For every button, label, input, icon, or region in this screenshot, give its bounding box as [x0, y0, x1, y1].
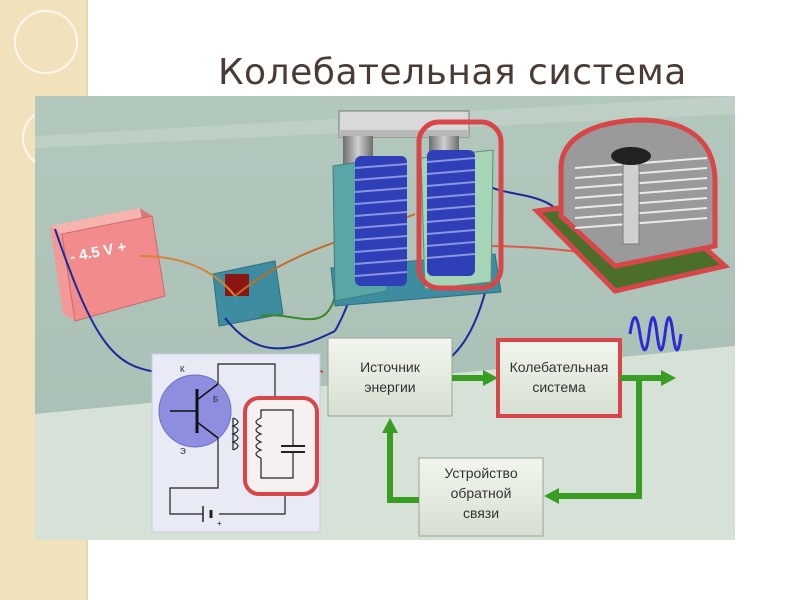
oscillating-system-line2: система: [532, 379, 585, 395]
oscillator-illustration: - 4.5 V +: [35, 96, 735, 540]
right-winding-turns: [426, 157, 476, 259]
coil-highlight-frame: [416, 119, 504, 291]
left-winding: [355, 156, 407, 286]
energy-source-block: [327, 337, 453, 417]
battery-plus-label: +: [217, 519, 222, 528]
transformer: [330, 110, 504, 307]
flow-arrows: [382, 370, 676, 504]
wire-blue-transistor: [224, 317, 336, 350]
emitter-label: Э: [180, 447, 186, 456]
energy-source-line1: Источник: [360, 359, 421, 375]
arrow-feedback-to-source: [382, 418, 419, 503]
battery: - 4.5 V +: [50, 208, 166, 322]
left-winding-turns: [354, 163, 408, 277]
transistor-chip: [225, 274, 249, 296]
wire-orange-battery: [139, 255, 236, 297]
block-diagram: Источник энергии Колебательная система У…: [327, 316, 683, 537]
feedback-line3: связи: [463, 505, 499, 521]
wire-blue-battery: [54, 228, 158, 373]
decorative-circle: [14, 10, 78, 74]
variable-capacitor: [531, 117, 731, 294]
oscillating-system-line1: Колебательная: [510, 359, 609, 375]
collector-label: К: [180, 365, 185, 374]
oscillation-wave: [628, 316, 683, 352]
base-label: Б: [213, 395, 218, 404]
arrow-source-to-system: [452, 370, 498, 386]
schematic-panel: К Б Э +: [151, 353, 321, 533]
wire-green-board: [259, 295, 336, 321]
primary-winding-symbol: [231, 417, 239, 451]
capacitor-shaft: [622, 157, 640, 245]
feedback-line1: Устройство: [444, 465, 517, 481]
secondary-winding-symbol: [255, 417, 263, 459]
oscillating-system-block: [496, 338, 622, 418]
capacitor-knob: [611, 147, 651, 165]
feedback-line2: обратной: [451, 485, 512, 501]
schematic-wires: [169, 363, 286, 515]
arrow-feedback-loop: [544, 378, 642, 504]
lc-circuit-wires: [260, 409, 294, 479]
slide-title: Колебательная система: [218, 52, 687, 93]
energy-source-line2: энергии: [364, 379, 415, 395]
